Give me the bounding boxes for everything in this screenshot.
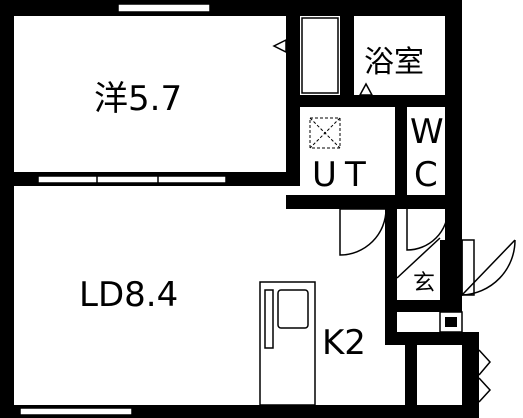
triangle-marker-bath [358, 82, 374, 96]
wall-right-lower [462, 345, 479, 418]
closet2-fill [417, 345, 462, 405]
wall-entrance-bottom [385, 300, 445, 312]
window-bottom [19, 407, 133, 416]
wall-western-right [286, 0, 300, 186]
wall-bottom-right [260, 405, 479, 418]
wall-left [0, 0, 14, 418]
closet-fill [300, 16, 340, 95]
wc-door-swing [406, 208, 449, 251]
bath-fill [354, 16, 445, 95]
label-entrance: 玄 [413, 271, 435, 296]
room-fills [300, 16, 462, 405]
entrance-fill [397, 209, 440, 300]
label-utility-u: U [312, 155, 337, 195]
kitchen-counter [259, 281, 316, 406]
label-utility-t: T [344, 155, 366, 195]
wall-kitchen-bottom [385, 332, 479, 345]
label-bathroom: 浴室 [364, 45, 424, 80]
wall-top [0, 0, 462, 16]
wall-right-upper [445, 0, 462, 250]
windows [19, 3, 227, 416]
wall-closet2-left [405, 332, 417, 418]
label-toilet-w: W [410, 112, 444, 152]
ut-door-swing [339, 208, 387, 256]
wall-ut-wc [395, 95, 407, 205]
entrance-step [396, 237, 441, 279]
label-western-room: 洋5.7 [94, 79, 182, 119]
window-top [117, 3, 211, 13]
wall-ut-bottom [286, 195, 462, 209]
closet2-door [478, 349, 492, 403]
label-toilet-c: C [414, 155, 438, 195]
label-living-dining: LD8.4 [79, 275, 178, 315]
wall-closet-right [340, 0, 354, 105]
window-western-ld [37, 175, 227, 184]
triangle-marker-closet [272, 38, 287, 54]
wc-fill [407, 107, 445, 195]
wall-bath-bottom [290, 95, 462, 107]
washer-space [309, 117, 341, 149]
label-kitchen: K2 [322, 323, 366, 363]
doors [339, 208, 516, 403]
ut-fill [300, 107, 395, 195]
wall-kitchen-right [385, 205, 397, 345]
closet-fixture [301, 17, 339, 94]
